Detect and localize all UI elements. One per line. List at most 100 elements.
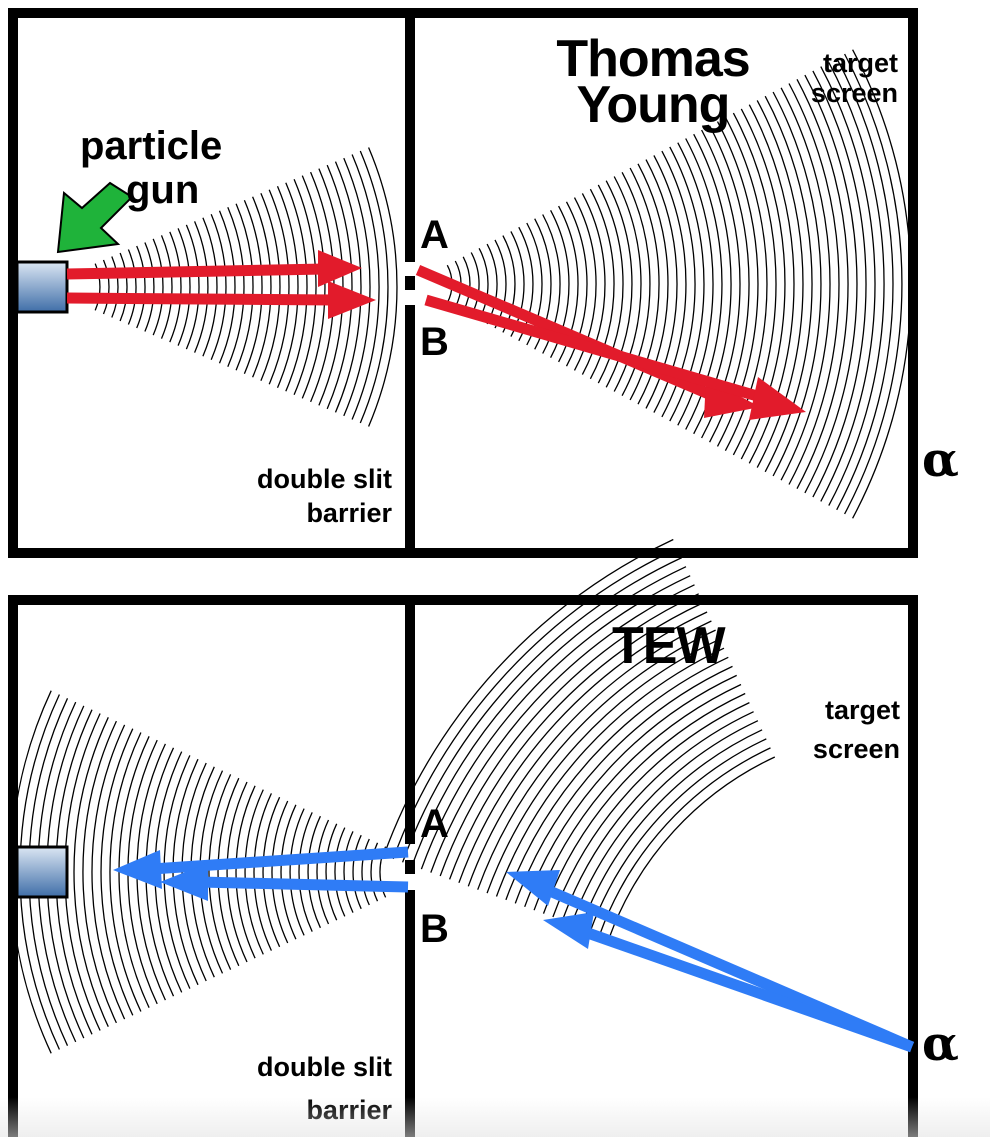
target-wavefronts	[383, 538, 776, 938]
wavefront-arc	[470, 252, 480, 316]
wavefront-arc	[169, 231, 182, 343]
wavefront-arc	[177, 228, 191, 346]
slit-a-label: A	[420, 213, 449, 257]
path-arrow-shaft	[424, 294, 766, 404]
path-arrow-shaft	[151, 846, 409, 875]
label-line: screen	[810, 78, 898, 108]
wavefront-arc	[351, 154, 380, 420]
wavefront-arc	[280, 804, 297, 940]
wavefront-arc	[796, 78, 849, 490]
label-line: double slit	[257, 464, 392, 494]
wavefront-arc	[160, 235, 173, 339]
wavefront-arc	[361, 838, 370, 906]
wavefront-arc	[820, 66, 876, 502]
converging-wavefronts	[10, 690, 387, 1054]
wavefront-arc	[844, 53, 903, 515]
title: TEW	[612, 617, 726, 675]
wavefront-arc	[227, 207, 245, 367]
wavefront-arc	[477, 629, 716, 890]
path-arrow-head	[113, 850, 162, 889]
wavefront-arc	[100, 728, 134, 1016]
thomas-young-diagram	[8, 8, 918, 558]
wavefront-arc	[411, 566, 687, 866]
wavefront-arc	[262, 796, 281, 948]
wavefront-arc	[235, 785, 256, 959]
wavefront-arc	[343, 831, 354, 913]
wavefront-arc	[478, 247, 489, 321]
wavefront-arc	[289, 808, 305, 936]
wavefront-arc	[298, 812, 313, 932]
wavefront-arc	[271, 800, 289, 944]
path-arrow-shaft	[415, 264, 721, 404]
wavefront-arc	[812, 70, 867, 498]
label-line: particle	[80, 124, 223, 168]
wavefront-arc	[370, 842, 379, 902]
label-line: target	[822, 48, 898, 78]
particle-gun	[15, 260, 69, 314]
wavefront-arc	[152, 238, 164, 336]
wavefront-arc	[368, 147, 398, 427]
wavefront-arc	[448, 602, 704, 880]
wavefront-arc	[210, 214, 227, 360]
path-arrow-head	[318, 250, 362, 287]
path-arrow-shaft	[66, 263, 326, 280]
wavefront-arc	[194, 221, 209, 353]
barrier-divider	[405, 860, 415, 874]
wavefront-arc	[486, 638, 721, 894]
label-line: gun	[126, 168, 200, 212]
path-arrow-shaft	[199, 876, 409, 893]
tew-panel: TEW target screen double slit barrier A …	[0, 538, 990, 1137]
wavefront-arc	[253, 793, 272, 951]
wavefront-arc	[136, 245, 146, 329]
wavefront-arc	[580, 729, 763, 928]
bottom-fade	[0, 1097, 990, 1137]
wavefront-arc	[392, 547, 678, 860]
frame	[8, 595, 918, 1137]
wavefront-arc	[439, 593, 699, 877]
wavefront-arc	[217, 777, 240, 967]
particle-gun-label: particle gun	[80, 126, 222, 210]
tew-diagram	[8, 538, 918, 1137]
path-arrow-head	[506, 870, 560, 906]
title-line: Thomas	[556, 30, 750, 88]
wavefront-arc	[605, 180, 633, 388]
target-screen-label: target screen	[770, 697, 900, 763]
wavefront-arc	[325, 823, 338, 921]
wavefront-arc	[764, 95, 813, 473]
wavefront-arc	[505, 656, 729, 901]
label-line: target	[824, 695, 900, 725]
wavefront-arc	[836, 57, 894, 511]
incoming-wavefronts	[94, 147, 398, 427]
wavefront-arc	[144, 242, 155, 332]
label-line: double slit	[257, 1052, 392, 1082]
path-arrow-shaft	[66, 292, 336, 306]
wavefront-arc	[218, 210, 236, 364]
wavefront-arc	[202, 217, 218, 357]
wavefront-arc	[780, 87, 831, 481]
wavefront-arc	[293, 178, 317, 396]
wavefront-arc	[127, 249, 137, 325]
wavefront-arc	[119, 252, 128, 322]
path-arrow-head	[543, 912, 594, 949]
wavefront-arc	[495, 647, 725, 897]
wavefront-arc	[608, 756, 776, 938]
wavefront-arc	[316, 819, 330, 925]
label-line: screen	[812, 734, 900, 764]
wavefront-arc	[589, 738, 767, 931]
wavefront-arc	[514, 665, 733, 904]
wavefront-arc	[208, 774, 232, 970]
particle-path-arrows	[66, 250, 806, 420]
wavefront-arc	[334, 161, 362, 413]
slit-a-label: A	[420, 802, 449, 846]
target-point-alpha: α	[922, 1016, 959, 1072]
wavefront-arc	[301, 175, 326, 399]
path-arrow-shaft	[583, 926, 914, 1053]
wavefront-arc	[467, 620, 712, 887]
wavefront-arc	[401, 557, 683, 863]
wavefront-arc	[252, 196, 272, 378]
target-screen-label: target screen	[770, 50, 898, 107]
title: Thomas Young	[543, 33, 763, 131]
slit-b-label: B	[420, 907, 449, 951]
double-slit-barrier-label: double slit barrier	[200, 466, 392, 527]
wavefront-arc	[542, 692, 746, 914]
